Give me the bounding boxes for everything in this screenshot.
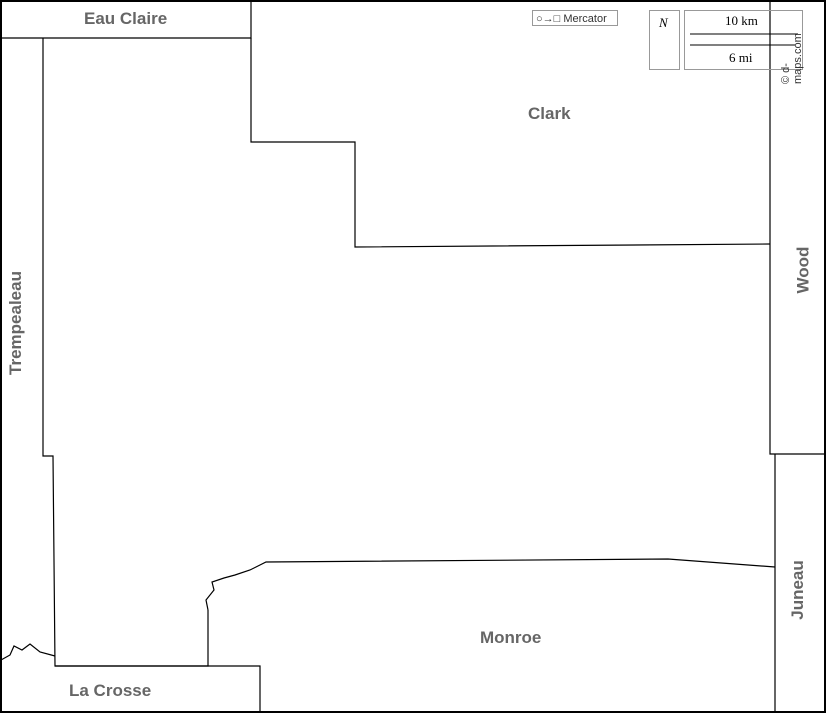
north-arrow-box: N	[649, 10, 680, 70]
scale-bar-box: 10 km 6 mi	[684, 10, 803, 70]
label-wood: Wood	[793, 246, 813, 294]
projection-label: ○→□ Mercator	[532, 10, 618, 26]
label-juneau: Juneau	[787, 560, 807, 620]
scale-km: 10 km	[725, 13, 758, 28]
label-monroe: Monroe	[480, 628, 542, 647]
label-eau-claire: Eau Claire	[84, 9, 168, 28]
scale-mi: 6 mi	[729, 50, 753, 65]
label-trempealeau: Trempealeau	[5, 271, 25, 375]
credit: © d-maps.com	[780, 33, 804, 84]
label-clark: Clark	[528, 104, 571, 123]
north-label: N	[659, 15, 668, 30]
label-la-crosse: La Crosse	[69, 681, 152, 700]
